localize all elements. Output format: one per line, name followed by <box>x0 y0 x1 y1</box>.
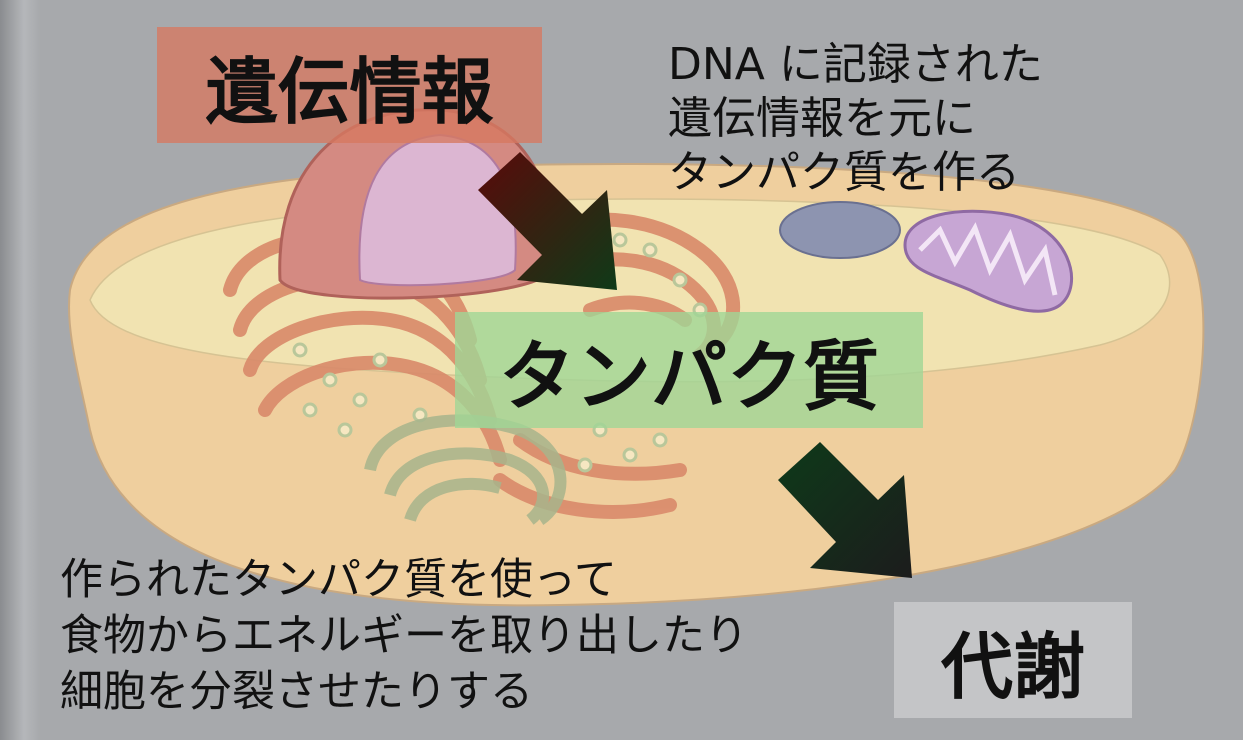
arrow-genetic-to-protein <box>478 152 617 290</box>
description-line: 細胞を分裂させたりする <box>60 667 533 717</box>
golgi-apparatus <box>364 414 567 525</box>
description-line: 遺伝情報を元に <box>668 93 976 144</box>
description-line: 作られたタンパク質を使って <box>60 555 617 605</box>
description-line: 食物からエネルギーを取り出したり <box>60 611 748 661</box>
protein-synthesis-description: DNA に記録された 遺伝情報を元に タンパク質を作る <box>668 38 1043 200</box>
genetic-info-label: 遺伝情報 <box>157 27 542 143</box>
arrow-protein-to-metabolism <box>778 442 912 578</box>
description-line: DNA に記録された <box>668 39 1043 90</box>
background-edge <box>0 0 40 740</box>
mitochondrion <box>903 209 1074 313</box>
metabolism-description: 作られたタンパク質を使って 食物からエネルギーを取り出したり 細胞を分裂させたり… <box>60 552 748 720</box>
description-line: タンパク質を作る <box>668 147 1020 198</box>
nucleus <box>278 108 553 300</box>
metabolism-label: 代謝 <box>894 602 1132 718</box>
protein-label: タンパク質 <box>455 312 923 428</box>
vacuole <box>779 201 901 259</box>
